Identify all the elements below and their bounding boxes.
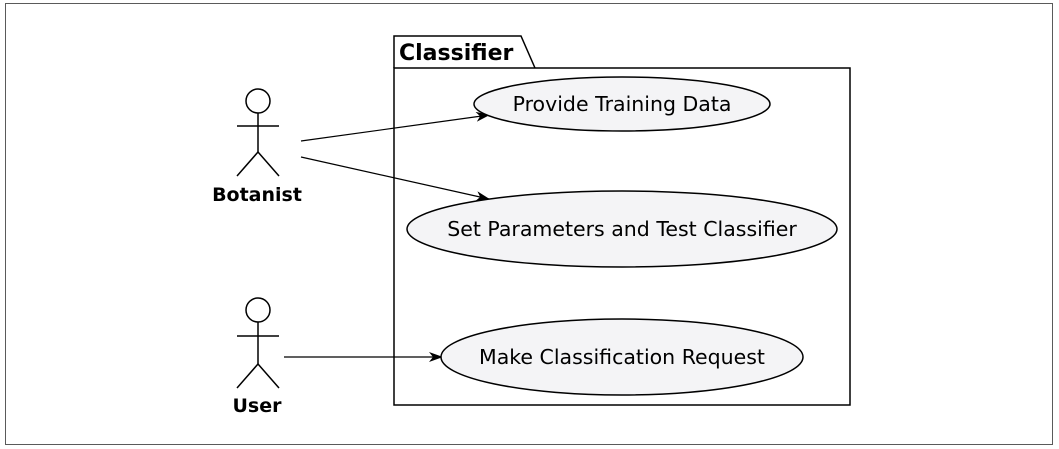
use-case-request-label: Make Classification Request (479, 345, 765, 369)
use-case-make-classification-request[interactable]: Make Classification Request (440, 318, 804, 396)
use-case-provide-ellipse (473, 76, 771, 132)
use-case-provide-training-data[interactable]: Provide Training Data (473, 76, 771, 132)
use-case-setparams-label: Set Parameters and Test Classifier (447, 217, 797, 241)
association-botanist-provide[interactable] (300, 111, 490, 142)
actor-botanist-label: Botanist (212, 184, 302, 206)
actor-botanist-left-leg (236, 151, 259, 177)
package-tab (393, 35, 536, 69)
actor-user[interactable]: User (233, 297, 283, 417)
associations (284, 111, 490, 362)
actor-botanist[interactable]: Botanist (212, 88, 302, 206)
actor-botanist-right-leg (257, 151, 280, 177)
actor-user-head (245, 297, 271, 323)
actor-botanist-head (245, 88, 271, 114)
actor-user-label: User (233, 395, 283, 417)
actor-user-right-leg (257, 363, 280, 389)
use-case-set-parameters[interactable]: Set Parameters and Test Classifier (406, 190, 838, 268)
package-title: Classifier (399, 41, 513, 66)
use-case-provide-label: Provide Training Data (513, 92, 732, 116)
association-botanist-setparams[interactable] (300, 156, 490, 202)
use-case-setparams-ellipse (406, 190, 838, 268)
use-case-request-ellipse (440, 318, 804, 396)
actor-user-left-leg (236, 363, 259, 389)
